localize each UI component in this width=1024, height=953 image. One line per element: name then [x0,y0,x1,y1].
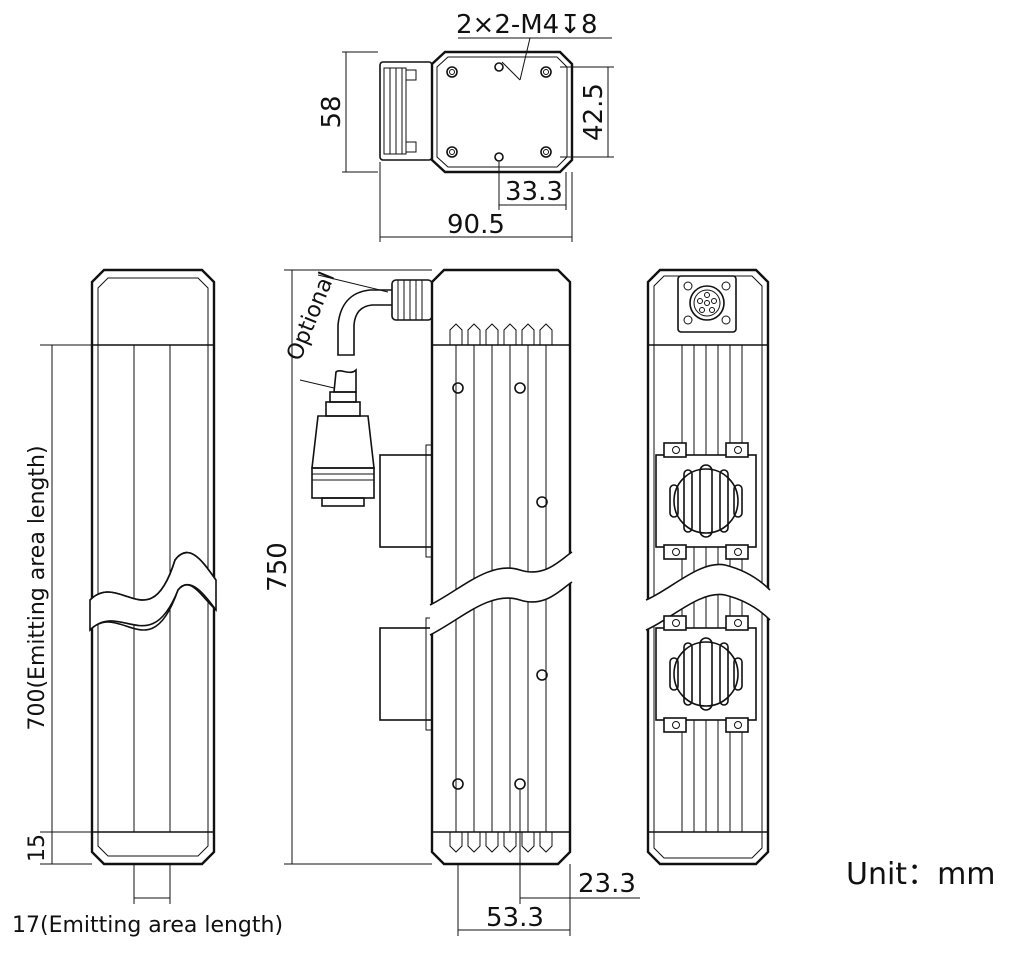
dim-emitting-length: 700(Emitting area length) [25,445,50,730]
dim-top-width: 90.5 [447,210,505,240]
fan-upper [655,442,757,560]
hole-spec-label: 2×2-M4↧8 [456,10,598,40]
dim-top-hole-pitch: 42.5 [579,83,609,141]
top-view: 2×2-M4↧8 58 42.5 33.3 90.5 [317,10,614,242]
dim-side-width: 53.3 [486,903,544,933]
unit-label: Unit：mm [846,857,996,892]
dim-top-hole-offset: 33.3 [505,177,563,207]
front-view: 700(Emitting area length) 15 17(Emitting… [12,268,283,938]
optional-label: Optional [282,269,340,365]
dim-total-length: 750 [263,542,293,592]
dim-side-offset: 23.3 [578,869,636,899]
fan-lower [655,615,757,733]
dim-emitting-width: 17(Emitting area length) [12,913,283,938]
optional-cable [311,368,375,507]
dim-end-margin: 15 [25,834,50,862]
side-view: Optional 750 23.3 53.3 [263,269,640,936]
back-view [645,268,771,866]
dim-top-height: 58 [317,95,347,128]
power-socket [677,275,737,333]
top-mount-holes [446,62,552,162]
top-body [430,50,574,174]
